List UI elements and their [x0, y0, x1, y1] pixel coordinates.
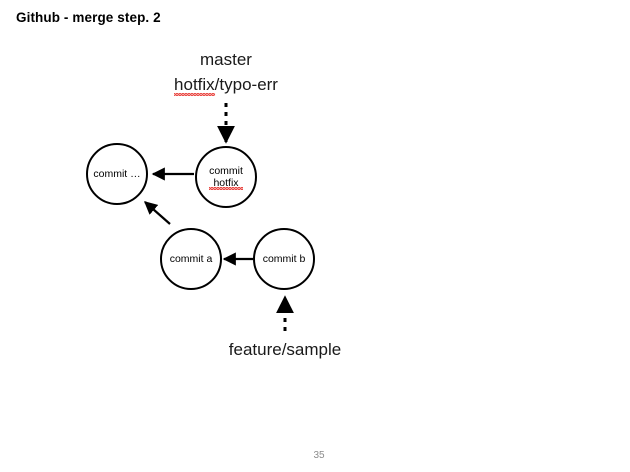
misspelled-word-hotfix: hotfix: [174, 75, 215, 96]
branch-label-hotfix-suffix: /typo-err: [214, 75, 278, 94]
edge-commit-a-to-commit-ellipsis: [144, 201, 171, 225]
commit-node-label: commit b: [262, 252, 306, 265]
branch-label-feature-sample: feature/sample: [228, 340, 342, 359]
commit-node-b[interactable]: commit b: [253, 228, 315, 290]
page-title: Github - merge step. 2: [16, 10, 161, 25]
branch-label-hotfix-typo-err: hotfix/typo-err: [174, 75, 278, 96]
branch-label-master: master: [200, 50, 252, 69]
commit-node-a[interactable]: commit a: [160, 228, 222, 290]
misspelled-word-hotfix: hotfix: [209, 177, 243, 191]
commit-node-label: commit …: [93, 167, 141, 180]
commit-node-ellipsis[interactable]: commit …: [86, 143, 148, 205]
commit-node-label: commit hotfix: [209, 164, 243, 191]
commit-node-label: commit a: [169, 252, 213, 265]
commit-node-hotfix[interactable]: commit hotfix: [195, 146, 257, 208]
page-number: 35: [313, 450, 325, 461]
